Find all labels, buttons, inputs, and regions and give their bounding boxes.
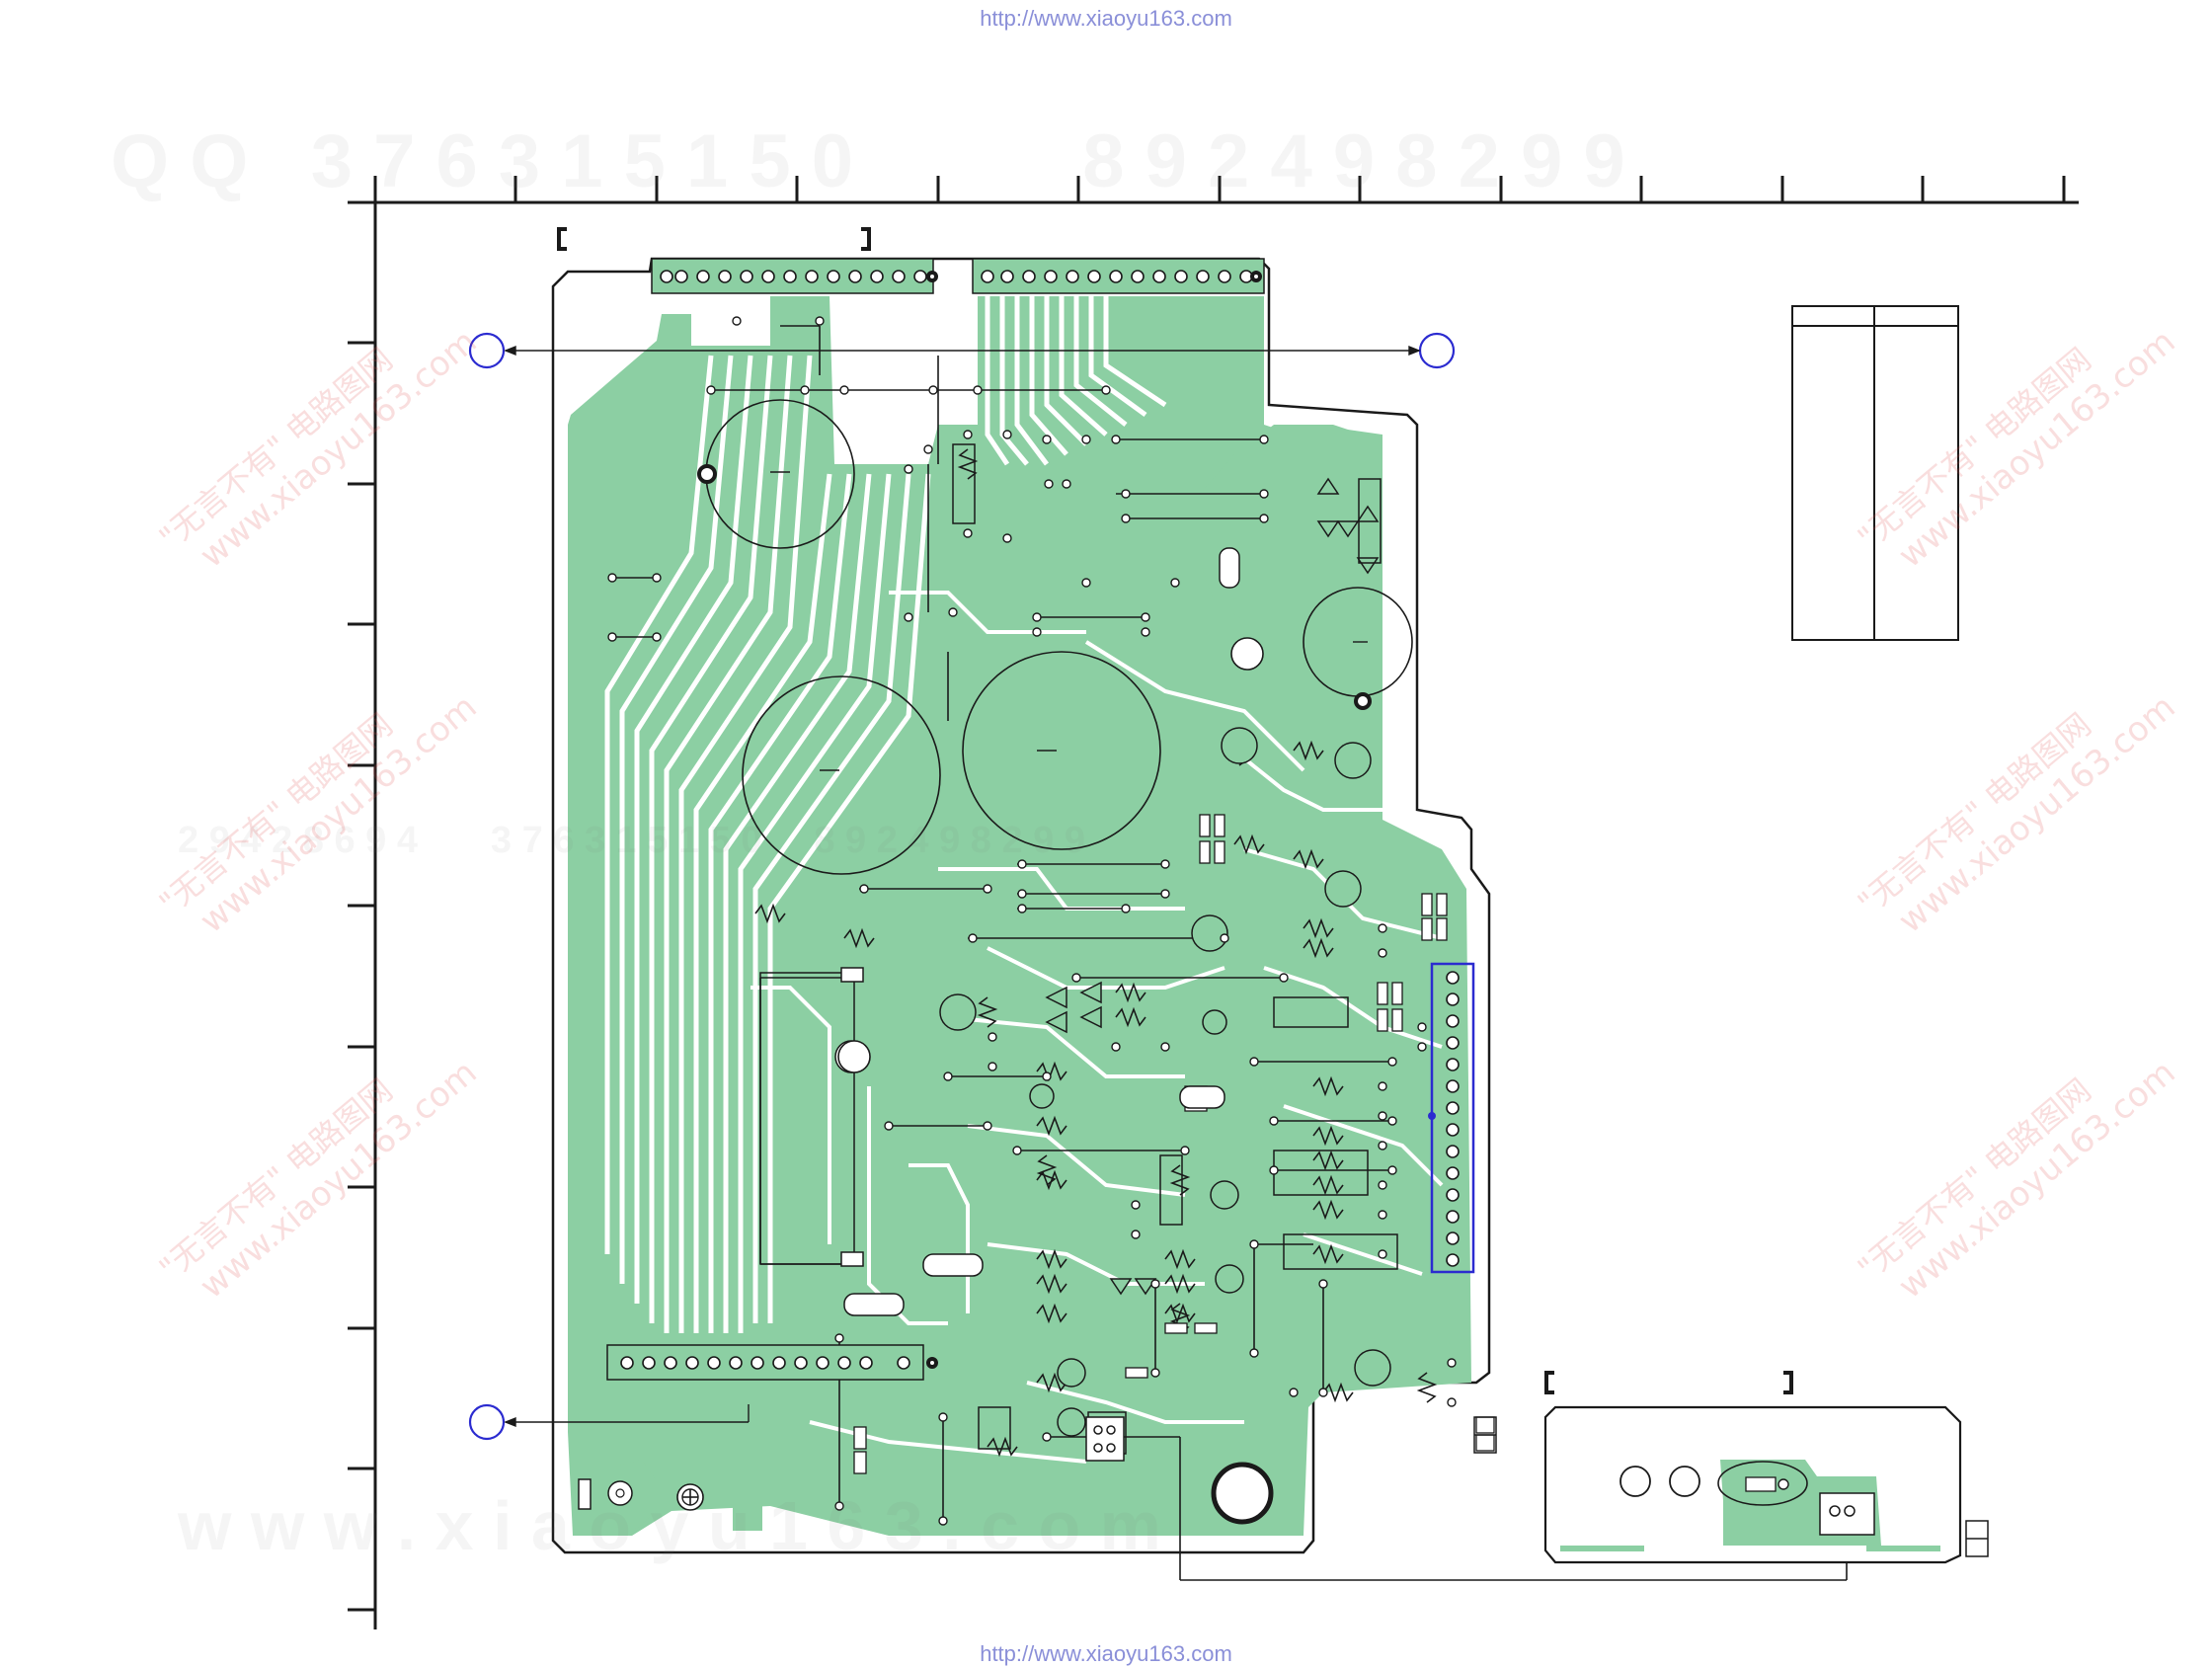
ruler-top-ticks — [514, 176, 2066, 202]
thick-vias — [697, 271, 1372, 1369]
sub-board — [1543, 1405, 1962, 1564]
trace-bus-left — [604, 355, 931, 1333]
bracket-main-right — [861, 227, 871, 251]
resistor-group-boxes — [952, 443, 1398, 1455]
jumper-wires — [612, 325, 1848, 1581]
sub-capacitor — [1717, 1461, 1808, 1506]
large-hole-bottom — [1211, 1462, 1274, 1525]
board-id-boxes — [1473, 1416, 1989, 1557]
mount-marker-top-right — [1418, 332, 1456, 369]
footer-url-link[interactable]: http://www.xiaoyu163.com — [980, 1641, 1232, 1666]
bracket-sub-left — [1544, 1371, 1554, 1394]
electrolytic-small — [843, 547, 1240, 1316]
sub-hole-2 — [1669, 1466, 1700, 1497]
bottom-pad — [733, 1471, 762, 1531]
mount-leaders — [504, 345, 1421, 1428]
header-url-link[interactable]: http://www.xiaoyu163.com — [980, 6, 1232, 31]
grid-ruler — [348, 176, 2079, 1629]
connector-right-highlight — [1428, 962, 1475, 1274]
capacitor-c2 — [742, 675, 941, 875]
board-holes — [837, 637, 1264, 1073]
section-brackets — [557, 227, 1793, 1394]
bracket-main-left — [557, 227, 567, 251]
bracket-sub-right — [1783, 1371, 1793, 1394]
legend-table — [1791, 305, 1959, 641]
ruler-left-ticks — [348, 341, 375, 1612]
transistors — [939, 727, 1391, 1437]
diodes — [1045, 477, 1380, 1296]
mount-marker-top-left — [468, 332, 506, 369]
main-board — [551, 257, 1848, 1581]
copper-block-right — [1200, 425, 1382, 632]
capacitor-polarity-marks — [770, 471, 1368, 771]
screw-head-icon — [676, 1483, 704, 1511]
watermark-bottom-row: w w w . x i a o y u 1 6 3 . c o m — [178, 1487, 1161, 1564]
capacitor-c3 — [962, 651, 1161, 850]
connector-top-left — [651, 258, 934, 294]
watermark-mid-row: 2 9 4 2 8 6 9 4 3 7 6 3 1 5 1 5 0 8 9 2 … — [178, 820, 1085, 861]
connector-bottom-left — [606, 1344, 924, 1381]
resistors — [754, 740, 1354, 1458]
connector-top-right — [972, 258, 1265, 294]
sub-connector — [1819, 1492, 1875, 1536]
watermark-top-row: Q Q 3 7 6 3 1 5 1 5 0 8 9 2 4 9 8 2 9 9 — [111, 119, 1625, 203]
vias — [607, 316, 1457, 1526]
bottom-small-connector — [1085, 1416, 1125, 1462]
mount-marker-bottom-left — [468, 1403, 506, 1441]
sub-hole-1 — [1620, 1466, 1651, 1497]
power-jack — [578, 1466, 654, 1526]
